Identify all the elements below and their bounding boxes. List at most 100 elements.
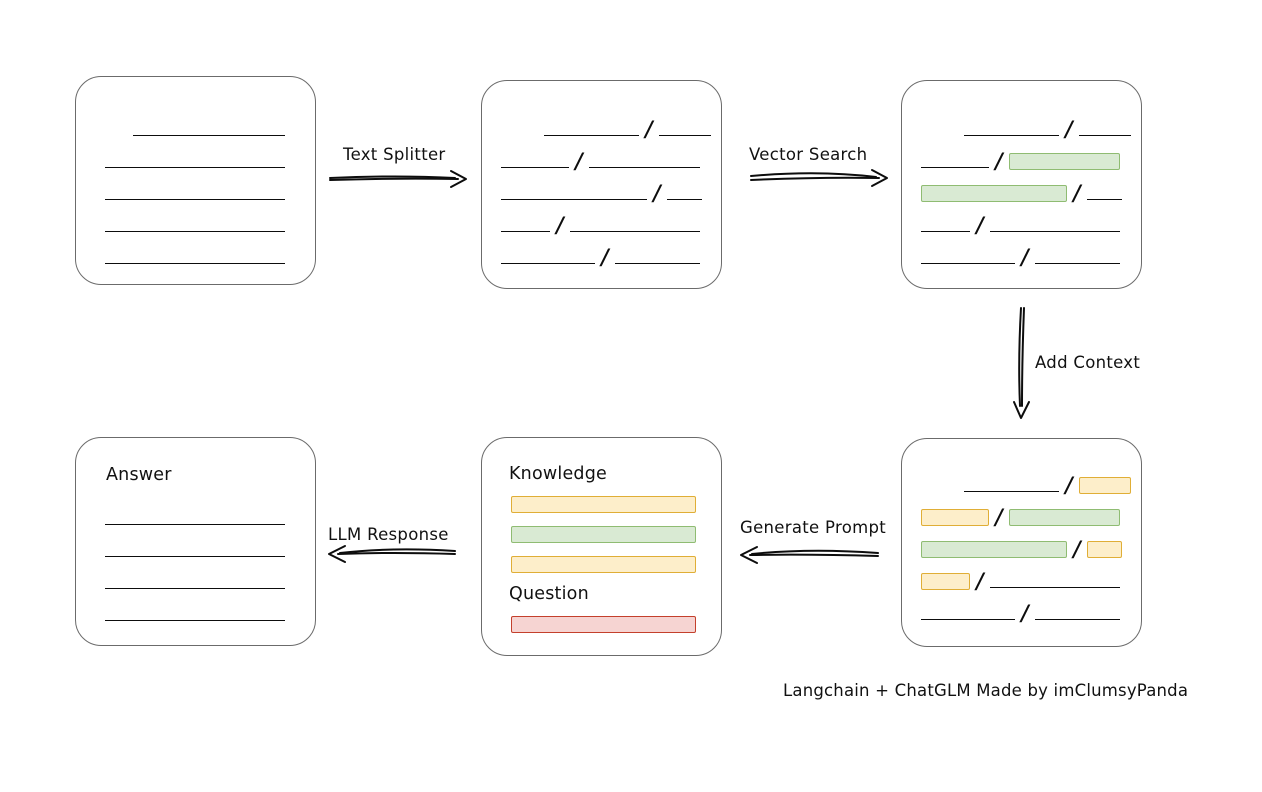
text-rule — [105, 218, 285, 232]
knowledge-label: Knowledge — [509, 464, 607, 484]
text-rule — [501, 250, 595, 264]
text-rule — [989, 218, 1120, 232]
text-rule — [1086, 186, 1122, 200]
text-rule — [105, 607, 285, 621]
green-highlight-chip — [1008, 152, 1120, 170]
node-answer[interactable]: Answer — [75, 437, 316, 646]
text-line: / — [902, 503, 1141, 529]
text-rule — [133, 122, 285, 136]
slash-separator: / — [653, 179, 661, 205]
node-vector-matched-chunks[interactable]: / / / / / — [901, 80, 1142, 289]
text-rule — [964, 122, 1059, 136]
text-rule — [501, 186, 647, 200]
slash-separator: / — [556, 211, 564, 237]
text-rule — [105, 511, 285, 525]
text-rule — [614, 250, 700, 264]
text-line: / — [482, 147, 721, 173]
green-highlight-chip — [1008, 508, 1120, 526]
node-vector-matched-chunks-body: / / / / / — [902, 81, 1141, 288]
text-rule — [105, 250, 285, 264]
text-rule — [658, 122, 711, 136]
text-line: / — [482, 118, 721, 139]
text-line: / — [482, 211, 721, 237]
text-rule — [501, 218, 550, 232]
yellow-bar — [511, 556, 696, 573]
node-split-chunks[interactable]: / / / / / — [481, 80, 722, 289]
slash-separator: / — [976, 567, 984, 593]
slash-separator: / — [1073, 179, 1081, 205]
arrow-add-context — [1013, 307, 1030, 419]
answer-label: Answer — [106, 465, 172, 485]
text-rule — [921, 154, 989, 168]
text-line — [76, 119, 315, 139]
edge-label-generate-prompt: Generate Prompt — [740, 518, 886, 537]
text-line: / — [902, 471, 1141, 497]
slash-separator: / — [1073, 535, 1081, 561]
text-line: / — [902, 243, 1141, 269]
slash-separator: / — [995, 147, 1003, 173]
text-line — [76, 508, 315, 528]
slash-separator: / — [976, 211, 984, 237]
text-rule — [921, 250, 1015, 264]
text-line — [76, 604, 315, 624]
node-context-added-chunks[interactable]: / / / / / — [901, 438, 1142, 647]
text-rule — [501, 154, 569, 168]
text-rule — [588, 154, 700, 168]
green-highlight-chip — [921, 540, 1067, 558]
yellow-highlight-chip — [921, 572, 970, 590]
text-rule — [964, 478, 1059, 492]
text-rule — [105, 543, 285, 557]
edge-label-vector-search: Vector Search — [749, 145, 868, 164]
text-line — [76, 572, 315, 592]
question-label: Question — [509, 584, 589, 604]
edge-label-llm-response: LLM Response — [328, 525, 449, 544]
text-rule — [105, 154, 285, 168]
yellow-highlight-chip — [1078, 476, 1131, 494]
text-line — [76, 183, 315, 203]
text-rule — [921, 606, 1015, 620]
text-rule — [921, 218, 970, 232]
text-line: / — [902, 567, 1141, 593]
arrow-llm-response — [328, 545, 456, 563]
green-highlight-chip — [921, 184, 1067, 202]
text-rule — [1034, 606, 1120, 620]
credit-text: Langchain + ChatGLM Made by imClumsyPand… — [783, 681, 1189, 700]
arrow-vector-search — [750, 169, 888, 187]
yellow-highlight-chip — [1086, 540, 1122, 558]
text-line — [76, 215, 315, 235]
text-rule — [666, 186, 702, 200]
node-source-document-body — [76, 77, 315, 284]
edge-label-text-splitter: Text Splitter — [343, 145, 446, 164]
node-source-document[interactable] — [75, 76, 316, 285]
node-context-added-chunks-body: / / / / / — [902, 439, 1141, 646]
text-line: / — [482, 243, 721, 269]
text-line: / — [902, 115, 1141, 141]
node-split-chunks-body: / / / / / — [482, 81, 721, 288]
slash-separator: / — [1065, 115, 1073, 141]
arrow-text-splitter — [329, 170, 467, 188]
text-line: / — [902, 599, 1141, 625]
node-prompt[interactable]: Knowledge Question — [481, 437, 722, 656]
slash-separator: / — [995, 503, 1003, 529]
node-prompt-body: Knowledge Question — [482, 438, 721, 655]
yellow-bar — [511, 496, 696, 513]
text-rule — [989, 574, 1120, 588]
slash-separator: / — [1065, 471, 1073, 497]
slash-separator: / — [1021, 243, 1029, 269]
slash-separator: / — [601, 243, 609, 269]
text-rule — [105, 186, 285, 200]
arrow-generate-prompt — [740, 546, 879, 564]
text-rule — [105, 575, 285, 589]
slash-separator: / — [1021, 599, 1029, 625]
edge-label-add-context: Add Context — [1035, 353, 1141, 372]
text-rule — [544, 122, 639, 136]
text-rule — [1078, 122, 1131, 136]
slash-separator: / — [575, 147, 583, 173]
text-line — [76, 151, 315, 171]
node-answer-body: Answer — [76, 438, 315, 645]
text-line: / — [902, 147, 1141, 173]
text-line: / — [902, 179, 1141, 205]
yellow-highlight-chip — [921, 508, 989, 526]
text-line — [76, 540, 315, 560]
